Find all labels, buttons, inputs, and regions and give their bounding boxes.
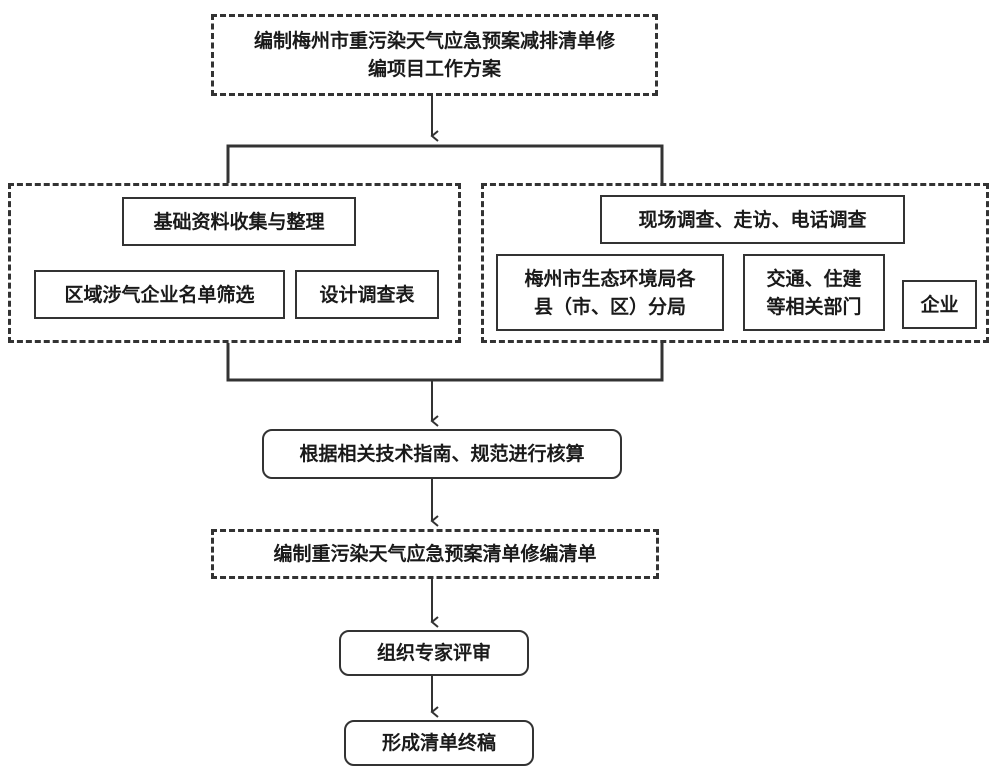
node-project-plan: 编制梅州市重污染天气应急预案减排清单修 编项目工作方案 <box>211 14 658 96</box>
node-data-collection: 基础资料收集与整理 <box>122 197 356 246</box>
node-field-survey: 现场调查、走访、电话调查 <box>600 195 905 244</box>
node-expert-review: 组织专家评审 <box>339 630 529 676</box>
node-eco-bureau: 梅州市生态环境局各 县（市、区）分局 <box>496 254 724 331</box>
node-accounting: 根据相关技术指南、规范进行核算 <box>262 429 622 479</box>
node-enterprise: 企业 <box>902 280 977 329</box>
left-group-box <box>8 183 461 343</box>
split-bracket <box>226 144 664 183</box>
node-compile-list: 编制重污染天气应急预案清单修编清单 <box>211 529 659 579</box>
merge-bracket <box>226 343 664 382</box>
right-group-box <box>481 183 989 343</box>
node-transport-dept: 交通、住建 等相关部门 <box>743 254 885 331</box>
node-enterprise-screening: 区域涉气企业名单筛选 <box>34 270 285 319</box>
node-design-survey: 设计调查表 <box>295 270 439 319</box>
node-final-draft: 形成清单终稿 <box>344 720 534 766</box>
